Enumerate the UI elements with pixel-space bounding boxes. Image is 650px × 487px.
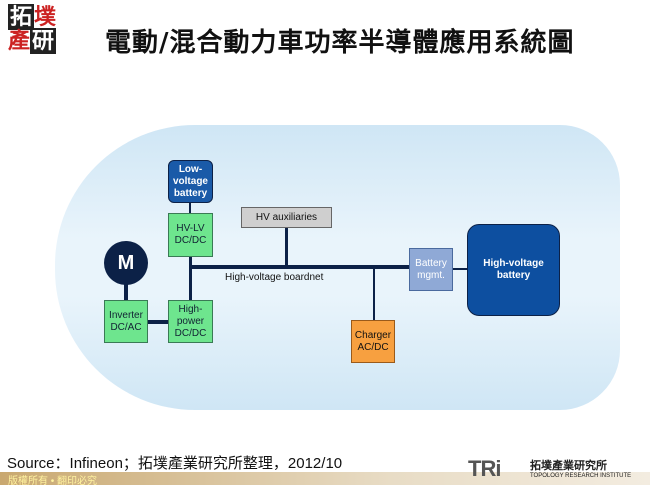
connector [453,268,467,270]
hvlv-dcdc: HV-LV DC/DC [168,213,213,257]
connector [148,320,168,324]
page-title: 電動/混合動力車功率半導體應用系統圖 [105,28,575,58]
brand-logo: TRi [468,456,501,481]
boardnet-label: High-voltage boardnet [225,272,324,283]
connector [189,257,192,302]
battery-mgmt: Battery mgmt. [409,248,453,291]
logo: 拓墣產研 [8,4,57,54]
connector [189,203,191,213]
low-voltage-battery: Low-voltage battery [168,160,213,203]
footer-bar [0,472,650,485]
high-voltage-battery: High-voltage battery [467,224,560,316]
source-note: Source：Infineon；拓墣產業研究所整理，2012/10 [7,455,343,472]
motor-icon: M [104,241,148,285]
hv-auxiliaries: HV auxiliaries [241,207,332,228]
copyright: 版權所有 • 翻印必究 [8,476,98,487]
brand-en: TOPOLOGY RESEARCH INSTITUTE [530,473,632,479]
boardnet-line [190,265,410,269]
high-power-dcdc: High-power DC/DC [168,300,213,343]
connector [373,267,375,321]
charger: Charger AC/DC [351,320,395,363]
inverter: Inverter DC/AC [104,300,148,343]
connector [285,228,288,267]
brand-cn: 拓墣產業研究所 [530,460,607,472]
connector [124,283,128,301]
